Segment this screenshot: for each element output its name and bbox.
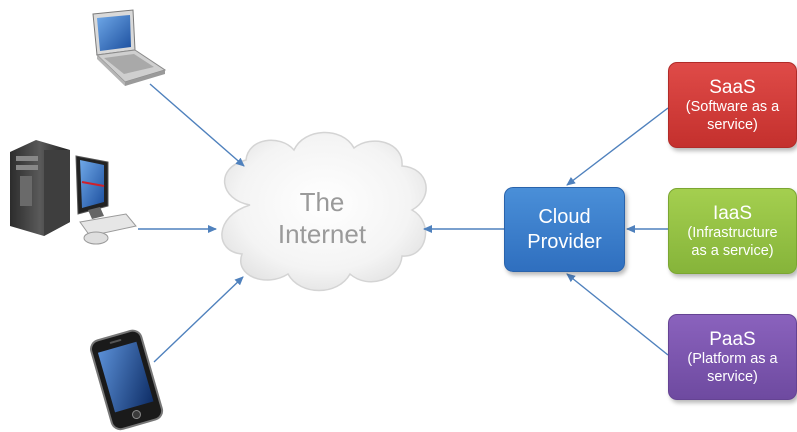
internet-label-line1: The [299, 187, 345, 217]
paas-box: PaaS (Platform as a service) [668, 314, 797, 400]
provider-label-line2: Provider [527, 230, 602, 253]
iaas-box: IaaS (Infrastructure as a service) [668, 188, 797, 274]
smartphone-icon [90, 329, 164, 431]
paas-sub-line1: (Platform as a [687, 350, 778, 367]
arrow-laptop-to-internet [149, 83, 245, 167]
internet-label-line2: Internet [277, 219, 367, 249]
saas-box: SaaS (Software as a service) [668, 62, 797, 148]
iaas-title: IaaS [712, 202, 753, 224]
internet-cloud [221, 131, 427, 292]
iaas-sub-line1: (Infrastructure [687, 224, 778, 241]
internet-label: The Internet [232, 186, 412, 250]
desktop-computer-icon [10, 140, 137, 245]
provider-label-line1: Cloud [538, 205, 591, 228]
paas-sub-line2: service) [707, 368, 758, 385]
laptop-icon [92, 9, 167, 86]
paas-title: PaaS [709, 328, 756, 350]
saas-sub-line1: (Software as a [685, 98, 780, 115]
saas-title: SaaS [709, 76, 756, 98]
iaas-sub-line2: as a service) [691, 242, 774, 259]
arrow-saas-to-provider [566, 107, 669, 186]
arrow-paas-to-provider [566, 273, 669, 356]
arrow-phone-to-internet [153, 276, 244, 363]
cloud-provider-box: Cloud Provider [504, 187, 625, 272]
saas-sub-line2: service) [707, 116, 758, 133]
